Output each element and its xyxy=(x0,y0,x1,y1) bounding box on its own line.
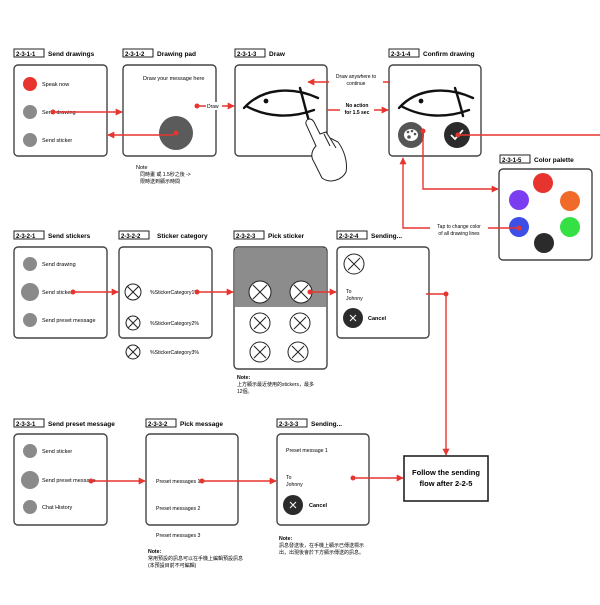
note-label: Note xyxy=(136,165,148,171)
follow-text: Follow the sending xyxy=(412,468,480,477)
note-text: 常用預設的訊息可以在手機上編輯預設訊息 xyxy=(148,555,243,562)
recent-stickers-area xyxy=(235,248,326,307)
recipient-name: Johnny xyxy=(346,296,363,302)
note-label: Note: xyxy=(237,375,251,381)
sticker-icons xyxy=(125,284,141,359)
frame-id: 2-3-2-1 xyxy=(16,234,36,240)
note-text: 限時送到顯示時間 xyxy=(140,178,180,185)
frame-2-3-3-2: 2-3-3-2 Pick message Preset messages 1 P… xyxy=(146,419,243,569)
menu-item-label: Send preset message xyxy=(42,478,96,484)
frame-id: 2-3-2-2 xyxy=(121,234,141,240)
preset-message-preview: Preset message 1 xyxy=(286,448,328,454)
anywhere-label: Draw anywhere to xyxy=(336,74,377,80)
frame-title: Send stickers xyxy=(48,233,91,240)
frame-title: Send drawings xyxy=(48,51,95,58)
send-drawing-button[interactable] xyxy=(23,105,37,119)
category-item[interactable]: %StickerCategory3% xyxy=(150,350,199,356)
menu-item-label: Send sticker xyxy=(42,449,72,455)
frame-id: 2-3-3-3 xyxy=(279,422,299,428)
frame-title: Confirm drawing xyxy=(423,51,475,58)
frame-id: 2-3-2-3 xyxy=(236,234,256,240)
follow-flow-box: Follow the sending flow after 2-2-5 xyxy=(404,456,488,501)
menu-item-label: Send sticker xyxy=(42,138,72,144)
send-sticker-button[interactable] xyxy=(23,444,37,458)
frame-2-3-1-5: 2-3-1-5 Color palette xyxy=(499,155,592,260)
frame-id: 2-3-3-2 xyxy=(148,422,168,428)
frame-2-3-1-3: 2-3-1-3 Draw xyxy=(235,49,347,181)
frame-id: 2-3-2-4 xyxy=(339,234,359,240)
frame-id: 2-3-1-4 xyxy=(391,52,411,58)
color-orange[interactable] xyxy=(560,191,580,211)
frame-2-3-2-3: 2-3-2-3 Pick sticker Note: 上方顯示最近使用的stic… xyxy=(234,231,327,395)
frame-id: 2-3-3-1 xyxy=(16,422,36,428)
send-sticker-button[interactable] xyxy=(23,133,37,147)
frame-id: 2-3-1-1 xyxy=(16,52,36,58)
menu-item-label: Chat History xyxy=(42,505,73,511)
color-purple[interactable] xyxy=(509,190,529,210)
frame-2-3-2-4: 2-3-2-4 Sending... To Johnny Cancel xyxy=(337,231,429,338)
frame-2-3-3-1: 2-3-3-1 Send preset message Send sticker… xyxy=(14,419,115,525)
send-sticker-button[interactable] xyxy=(21,283,39,301)
send-preset-button[interactable] xyxy=(23,313,37,327)
category-item[interactable]: %StickerCategory2% xyxy=(150,321,199,327)
note-label: Note: xyxy=(279,536,293,542)
to-label: To xyxy=(346,289,352,295)
category-item[interactable]: %StickerCategory1% xyxy=(150,290,199,296)
recipient-name: Johnny xyxy=(286,482,303,488)
preset-message-item[interactable]: Preset messages 2 xyxy=(156,506,201,512)
frame-title: Color palette xyxy=(534,157,574,164)
note-text: 出，出現後會於下方顯示傳送的訊息。 xyxy=(279,549,364,556)
menu-item-label: Send preset message xyxy=(42,318,96,324)
color-black[interactable] xyxy=(534,233,554,253)
frame-title: Pick message xyxy=(180,421,223,428)
drawing-hint: Draw your message here xyxy=(143,76,204,82)
menu-item-label: Speak now xyxy=(42,82,69,88)
note-text: 12個。 xyxy=(237,388,253,395)
frame-2-3-2-1: 2-3-2-1 Send stickers Send drawing Send … xyxy=(14,231,107,338)
follow-text: flow after 2-2-5 xyxy=(420,479,473,488)
color-red[interactable] xyxy=(533,173,553,193)
menu-item-label: Send drawing xyxy=(42,262,76,268)
tap-label: Tap to change color xyxy=(437,224,481,230)
frame-title: Pick sticker xyxy=(268,233,305,240)
cancel-label: Cancel xyxy=(368,316,387,322)
send-drawing-button[interactable] xyxy=(23,257,37,271)
note-text: 同時畫 或 1.5秒之後 -> xyxy=(140,171,191,178)
to-label: To xyxy=(286,475,292,481)
speak-button[interactable] xyxy=(23,77,37,91)
no-action-label: for 1.5 sec xyxy=(345,110,370,116)
frame-2-3-3-3: 2-3-3-3 Sending... Preset message 1 To J… xyxy=(277,419,369,556)
palette-icon xyxy=(404,129,418,141)
frame-2-3-1-2: 2-3-1-2 Drawing pad Draw your message he… xyxy=(123,49,216,185)
note-text: 上方顯示最近使用的stickers，最多 xyxy=(237,381,314,388)
frame-2-3-1-1: 2-3-1-1 Send drawings Speak now Send dra… xyxy=(14,49,107,156)
draw-label: Draw xyxy=(207,104,219,110)
frame-title: Sending... xyxy=(371,233,402,240)
frame-2-3-1-4: 2-3-1-4 Confirm drawing xyxy=(389,49,481,156)
send-preset-button[interactable] xyxy=(21,471,39,489)
frame-id: 2-3-1-2 xyxy=(125,52,145,58)
color-green[interactable] xyxy=(560,217,580,237)
cancel-label: Cancel xyxy=(309,503,328,509)
note-label: Note: xyxy=(148,549,162,555)
frame-title: Draw xyxy=(269,51,286,58)
frame-title: Send preset message xyxy=(48,421,115,428)
tap-label: of all drawing lines xyxy=(438,231,480,237)
frame-2-3-2-2: 2-3-2-2 Sticker category %StickerCategor… xyxy=(119,231,212,359)
frame-title: Sticker category xyxy=(157,233,208,240)
frame-id: 2-3-1-3 xyxy=(237,52,257,58)
anywhere-label: continue xyxy=(347,81,366,87)
menu-item-label: Send sticker xyxy=(42,290,72,296)
frame-title: Sending... xyxy=(311,421,342,428)
preset-message-item[interactable]: Preset messages 3 xyxy=(156,533,201,539)
no-action-label: No action xyxy=(346,103,369,109)
preset-message-item[interactable]: Preset messages 1 xyxy=(156,479,201,485)
frame-title: Drawing pad xyxy=(157,51,196,58)
chat-history-button[interactable] xyxy=(23,500,37,514)
frame-id: 2-3-1-5 xyxy=(502,158,522,164)
note-text: 訊息發送後，在手機上顯示已傳送標示 xyxy=(279,542,364,549)
menu-item-label: Send drawing xyxy=(42,110,76,116)
note-text: (本預設目前不可編輯) xyxy=(148,562,197,569)
